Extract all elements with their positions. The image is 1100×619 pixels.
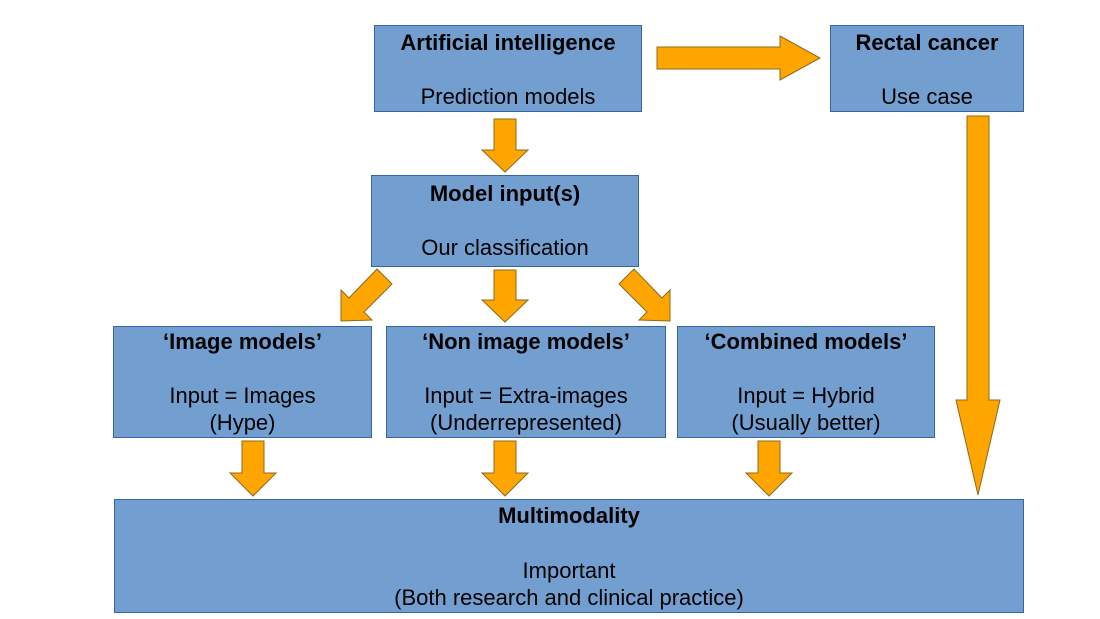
arrow-combined-models-to-multimodality bbox=[744, 440, 794, 497]
multimodality-box: Multimodality Important (Both research a… bbox=[114, 499, 1024, 613]
non-image-models-box: ‘Non image models’ Input = Extra-images … bbox=[386, 326, 666, 438]
artificial-intelligence-box: Artificial intelligence Prediction model… bbox=[374, 25, 642, 112]
rectal-cancer-body: Use case bbox=[881, 84, 973, 109]
combined-models-body: Input = Hybrid (Usually better) bbox=[731, 383, 881, 435]
rectal-cancer-box: Rectal cancer Use case bbox=[830, 25, 1024, 112]
non-image-models-title: ‘Non image models’ bbox=[422, 329, 630, 354]
arrow-model-input-to-image-models bbox=[340, 268, 393, 322]
artificial-intelligence-body: Prediction models bbox=[420, 84, 596, 109]
image-models-body: Input = Images (Hype) bbox=[169, 383, 316, 435]
artificial-intelligence-title: Artificial intelligence bbox=[400, 30, 616, 55]
arrow-image-models-to-multimodality bbox=[228, 440, 278, 497]
combined-models-title: ‘Combined models’ bbox=[704, 329, 908, 354]
model-input-body: Our classification bbox=[421, 235, 589, 260]
model-input-title: Model input(s) bbox=[429, 181, 581, 206]
rectal-cancer-title: Rectal cancer bbox=[855, 30, 999, 55]
multimodality-body: Important (Both research and clinical pr… bbox=[394, 558, 744, 610]
image-models-box: ‘Image models’ Input = Images (Hype) bbox=[113, 326, 372, 438]
arrow-non-image-models-to-multimodality bbox=[480, 440, 530, 497]
arrow-model-input-to-non-image-models bbox=[480, 269, 530, 323]
model-input-box: Model input(s) Our classification bbox=[371, 175, 639, 267]
combined-models-box: ‘Combined models’ Input = Hybrid (Usuall… bbox=[677, 326, 935, 438]
non-image-models-body: Input = Extra-images (Underrepresented) bbox=[424, 383, 628, 435]
arrow-model-input-to-combined-models bbox=[618, 268, 671, 322]
arrow-rectal-cancer-to-multimodality bbox=[955, 115, 1001, 496]
multimodality-title: Multimodality bbox=[498, 503, 640, 528]
arrow-ai-to-rectal-cancer bbox=[656, 35, 822, 81]
image-models-title: ‘Image models’ bbox=[163, 329, 322, 354]
arrow-ai-to-model-input bbox=[480, 118, 530, 173]
